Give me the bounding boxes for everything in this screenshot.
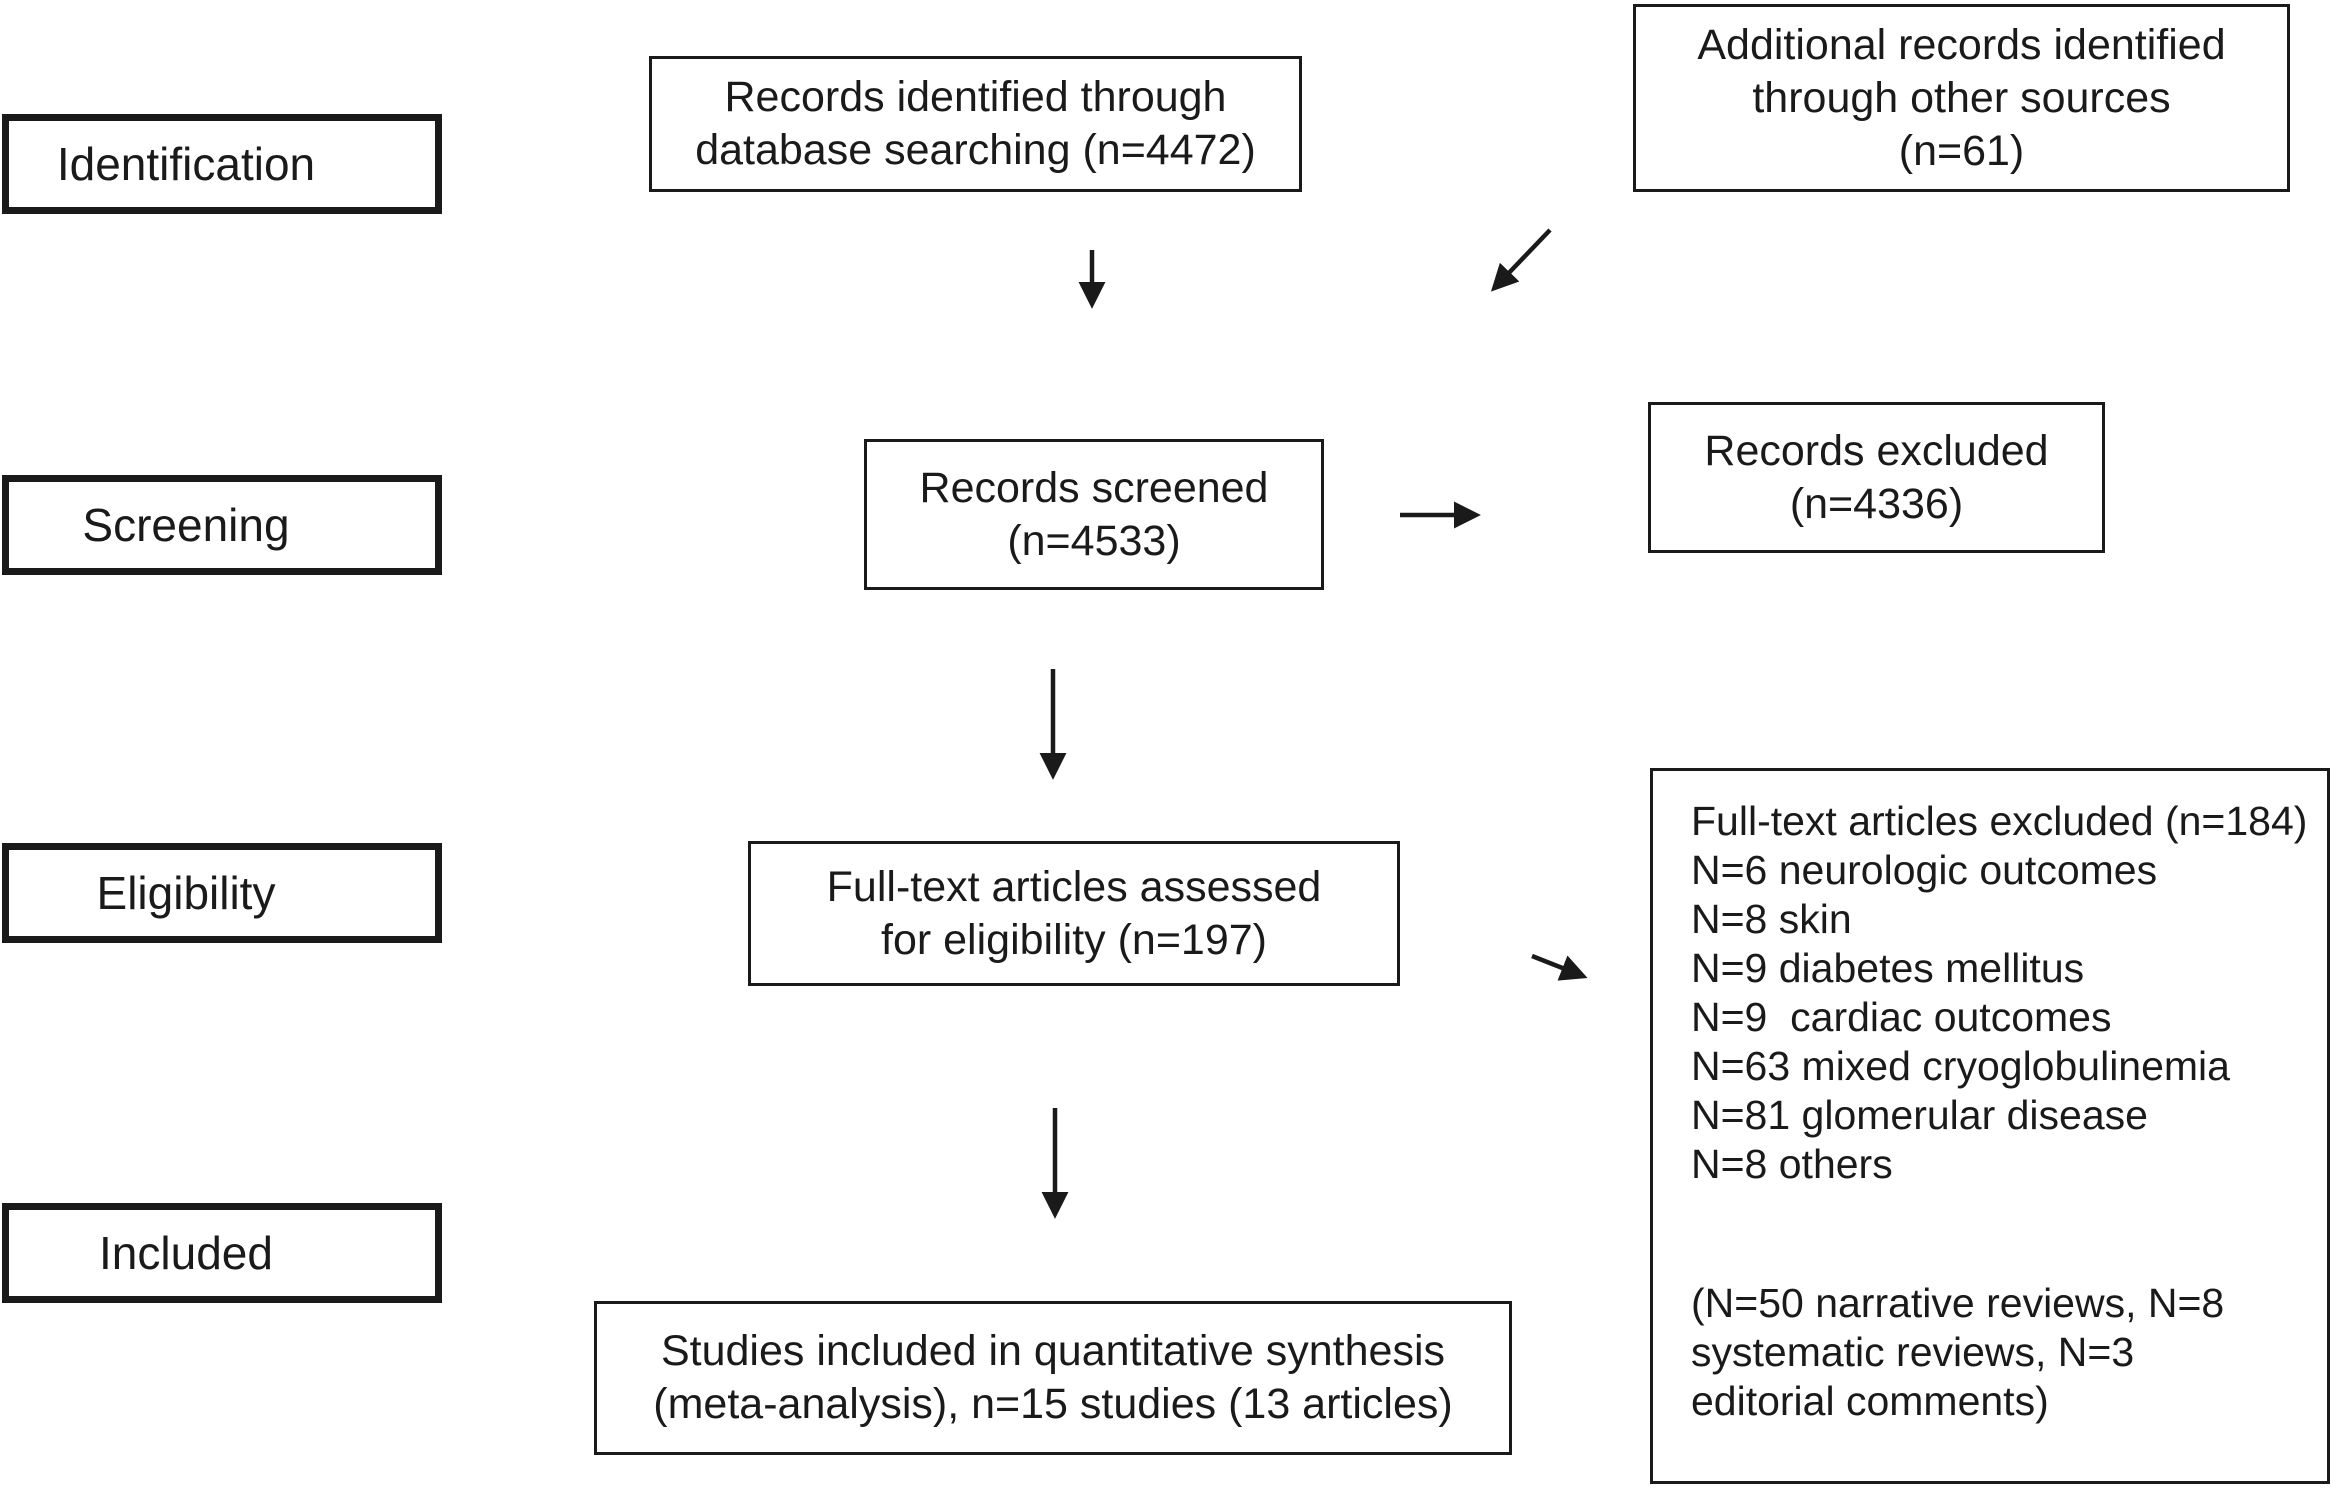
box-fulltext-assessed-line1: Full-text articles assessed	[826, 862, 1322, 911]
exclusion-reason: N=8 others	[1691, 1141, 1893, 1187]
box-studies-included: Studies included in quantitative synthes…	[594, 1301, 1512, 1455]
exclusion-reason: N=63 mixed cryoglobulinemia	[1691, 1043, 2230, 1089]
exclusion-note-line2: systematic reviews, N=3	[1691, 1329, 2135, 1375]
box-records-excluded: Records excluded (n=4336)	[1648, 402, 2105, 553]
stage-box-screening: Screening	[2, 475, 442, 575]
box-records-identified-line1: Records identified through	[724, 73, 1227, 121]
box-fulltext-assessed: Full-text articles assessed for eligibil…	[748, 841, 1400, 986]
box-studies-included-line2: (meta-analysis), n=15 studies (13 articl…	[653, 1380, 1453, 1428]
stage-box-included: Included	[2, 1203, 442, 1303]
box-records-excluded-line2: (n=4336)	[1789, 479, 1964, 528]
box-records-identified-line2: database searching (n=4472)	[695, 126, 1256, 174]
box-additional-records-line3: (n=61)	[1898, 126, 2025, 175]
box-studies-included-line1: Studies included in quantitative synthes…	[660, 1327, 1446, 1375]
stage-label-identification: Identification	[56, 138, 316, 190]
exclusion-note-line1: (N=50 narrative reviews, N=8	[1691, 1280, 2225, 1326]
box-records-excluded-line1: Records excluded	[1704, 426, 2049, 475]
box-records-screened-line2: (n=4533)	[1007, 516, 1181, 565]
fulltext-excluded-title: Full-text articles excluded (n=184)	[1691, 798, 2308, 844]
stage-label-eligibility: Eligibility	[96, 867, 276, 919]
stage-label-screening: Screening	[82, 499, 290, 551]
stage-box-identification: Identification	[2, 114, 442, 214]
stage-label-included: Included	[99, 1227, 273, 1279]
box-additional-records-line2: through other sources	[1752, 73, 2171, 122]
box-additional-records: Additional records identified through ot…	[1633, 4, 2290, 192]
stage-box-eligibility: Eligibility	[2, 843, 442, 943]
box-fulltext-assessed-line2: for eligibility (n=197)	[881, 915, 1267, 964]
exclusion-reason: N=81 glomerular disease	[1691, 1092, 2148, 1138]
box-records-identified: Records identified through database sear…	[649, 56, 1302, 192]
box-additional-records-line1: Additional records identified	[1697, 20, 2226, 69]
box-fulltext-excluded: Full-text articles excluded (n=184) N=6 …	[1650, 768, 2330, 1484]
arrow-fulltext-to-excluded-icon	[1531, 953, 1588, 981]
exclusion-note-line3: editorial comments)	[1691, 1378, 2049, 1424]
exclusion-reason: N=6 neurologic outcomes	[1691, 847, 2158, 893]
box-records-screened-line1: Records screened	[919, 463, 1269, 512]
arrow-additional-diagonal-icon	[1490, 228, 1552, 292]
exclusion-reason: N=9 diabetes mellitus	[1691, 945, 2085, 991]
box-records-screened: Records screened (n=4533)	[864, 439, 1324, 590]
exclusion-reason: N=8 skin	[1691, 896, 1852, 942]
exclusion-reason: N=9 cardiac outcomes	[1691, 994, 2112, 1040]
